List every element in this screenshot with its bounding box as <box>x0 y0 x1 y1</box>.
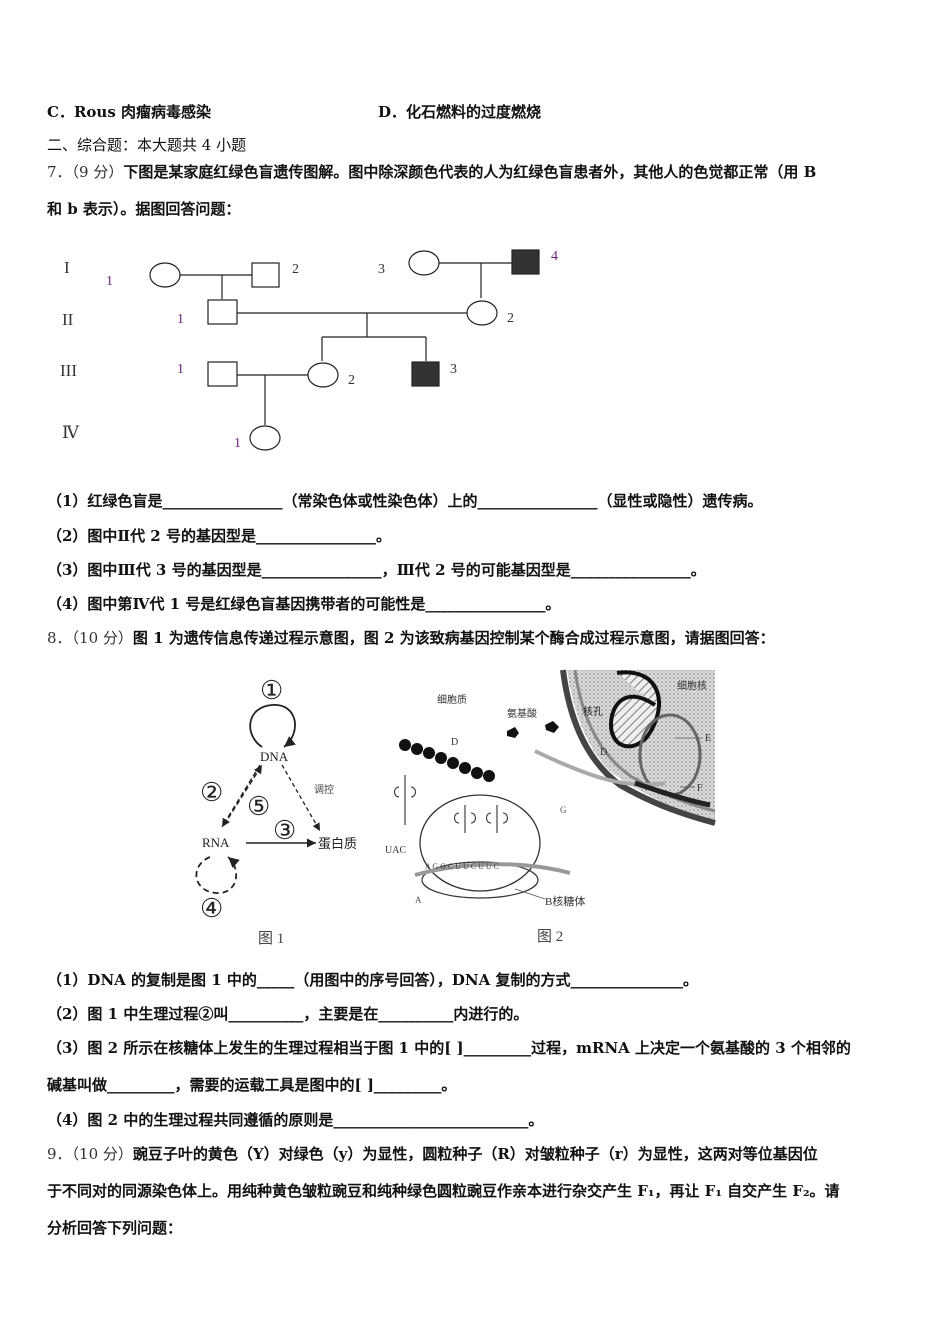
step-3-marker: ③ <box>273 816 296 845</box>
q7-part3: （3）图中Ⅲ代 3 号的基因型是________________，Ⅲ代 2 号的… <box>47 561 706 579</box>
ribosome <box>419 794 541 892</box>
label-III1: 1 <box>177 362 184 377</box>
mrna-exit <box>534 749 666 787</box>
q8-text: 图 1 为遗传信息传递过程示意图，图 2 为该致病基因控制某个酶合成过程示意图，… <box>132 629 775 647</box>
q8-number: 8．（10 分） <box>47 629 133 647</box>
transcription-arrow <box>221 764 261 828</box>
q9-text: 豌豆子叶的黄色（Y）对绿色（y）为显性，圆粒种子（R）对皱粒种子（r）为显性，这… <box>132 1145 818 1163</box>
label-F: F <box>697 783 703 794</box>
rna-replication-loop <box>195 856 240 894</box>
label-D-nucleus: D <box>600 747 607 758</box>
q8-part2: （2）图 1 中生理过程②叫__________，主要是在__________内… <box>47 1005 529 1023</box>
q7-part2: （2）图中Ⅱ代 2 号的基因型是________________。 <box>47 527 391 545</box>
nuclear-envelope-outer <box>560 669 716 826</box>
II1-male <box>207 299 238 325</box>
q9-stem-line3: 分析回答下列问题： <box>47 1219 183 1237</box>
label-III3: 3 <box>450 362 457 377</box>
q7-stem-line2: 和 b 表示）。据图回答问题： <box>47 200 241 218</box>
pedigree-chart: I II III Ⅳ 1 2 3 4 1 <box>60 249 558 451</box>
generation-II: II <box>62 310 74 329</box>
q7-stem-line1: 7．（9 分）下图是某家庭红绿色盲遗传图解。图中除深颜色代表的人为红绿色盲患者外… <box>47 162 816 182</box>
replication-loop <box>249 704 296 748</box>
q9-stem-line1: 9．（10 分）豌豆子叶的黄色（Y）对绿色（y）为显性，圆粒种子（R）对皱粒种子… <box>47 1144 818 1164</box>
label-I1: 1 <box>106 274 113 289</box>
dna-label: DNA <box>260 749 289 764</box>
figure-1-caption: 图 1 <box>258 930 284 947</box>
reverse-transcription-arrow <box>223 764 263 826</box>
q8-part1: （1）DNA 的复制是图 1 中的_____（用图中的序号回答），DNA 复制的… <box>47 971 698 989</box>
label-II2: 2 <box>507 311 514 326</box>
III1-male <box>207 361 238 387</box>
label-III2: 2 <box>348 373 355 388</box>
figure-2-caption: 图 2 <box>537 928 563 945</box>
amino-acid-label: 氨基酸 <box>507 707 537 720</box>
label-A: A <box>415 895 422 905</box>
label-II1: 1 <box>177 312 184 327</box>
option-d: D．化石燃料的过度燃烧 <box>378 103 542 121</box>
cytoplasm-label: 细胞质 <box>437 693 467 706</box>
figure-1: ① ② ⑤ ③ ④ DNA 调控 RNA 蛋白质 图 1 <box>195 676 357 947</box>
label-I2: 2 <box>292 262 299 277</box>
label-E: E <box>705 733 711 744</box>
I4-male-affected <box>511 249 540 275</box>
section-heading: 二、综合题：本大题共 4 小题 <box>47 136 247 154</box>
generation-III: III <box>60 361 77 380</box>
outer-membrane-dark <box>634 780 711 808</box>
q8-stem: 8．（10 分）图 1 为遗传信息传递过程示意图，图 2 为该致病基因控制某个酶… <box>47 628 775 648</box>
q8-part4: （4）图 2 中的生理过程共同遵循的原则是___________________… <box>47 1111 544 1129</box>
I1-female <box>149 262 181 288</box>
II2-female <box>466 300 498 326</box>
figure-2: 细胞质 细胞核 氨基酸 核孔 D E F D G UAC A G G C U U… <box>385 669 716 945</box>
nucleus-label: 细胞核 <box>677 679 707 692</box>
label-I4: 4 <box>551 249 558 264</box>
nuclear-envelope-inner <box>573 669 716 813</box>
step-1-marker: ① <box>260 676 283 705</box>
q8-part3-line1: （3）图 2 所示在核糖体上发生的生理过程相当于图 1 中的[ ]_______… <box>47 1039 851 1057</box>
anticodon-label: UAC <box>385 845 406 856</box>
mrna-strand <box>414 862 571 877</box>
q8-part3-line2: 碱基叫做_________，需要的运载工具是图中的[ ]_________。 <box>47 1076 457 1094</box>
regulation-arrow <box>281 764 321 832</box>
label-G: G <box>560 805 567 815</box>
step-2-marker: ② <box>200 778 223 807</box>
generation-I: I <box>64 258 70 277</box>
q7-part4: （4）图中第Ⅳ代 1 号是红绿色盲基因携带者的可能性是_____________… <box>47 595 561 613</box>
step-5-marker: ⑤ <box>247 792 270 821</box>
label-IV1: 1 <box>234 436 241 451</box>
q9-number: 9．（10 分） <box>47 1145 133 1163</box>
q7-part1: （1）红绿色盲是________________（常染色体或性染色体）上的___… <box>47 492 763 510</box>
protein-label: 蛋白质 <box>318 836 357 851</box>
option-c: C．Rous 肉瘤病毒感染 <box>47 103 211 121</box>
mrna-sequence: A G G C U U C U U C <box>425 862 499 871</box>
ribosome-label: B核糖体 <box>545 894 585 908</box>
ribosome-small-subunit <box>421 861 539 899</box>
q7-text: 下图是某家庭红绿色盲遗传图解。图中除深颜色代表的人为红绿色盲患者外，其他人的色觉… <box>123 163 817 181</box>
I2-male <box>251 262 280 288</box>
III2-female <box>307 362 339 388</box>
generation-IV: Ⅳ <box>62 423 80 442</box>
regulate-label: 调控 <box>314 783 334 796</box>
I3-female <box>408 250 440 276</box>
q9-stem-line2: 于不同对的同源染色体上。用纯种黄色皱粒豌豆和纯种绿色圆粒豌豆作亲本进行杂交产生 … <box>47 1182 840 1200</box>
label-D: D <box>451 737 458 748</box>
polypeptide-chain <box>399 739 495 782</box>
step-4-marker: ④ <box>200 894 223 923</box>
rna-label: RNA <box>202 835 230 850</box>
q7-number: 7．（9 分） <box>47 163 124 181</box>
IV1-female <box>249 425 281 451</box>
label-I3: 3 <box>378 262 385 277</box>
nuclear-pore-label: 核孔 <box>583 705 603 718</box>
III3-male-affected <box>411 361 440 387</box>
